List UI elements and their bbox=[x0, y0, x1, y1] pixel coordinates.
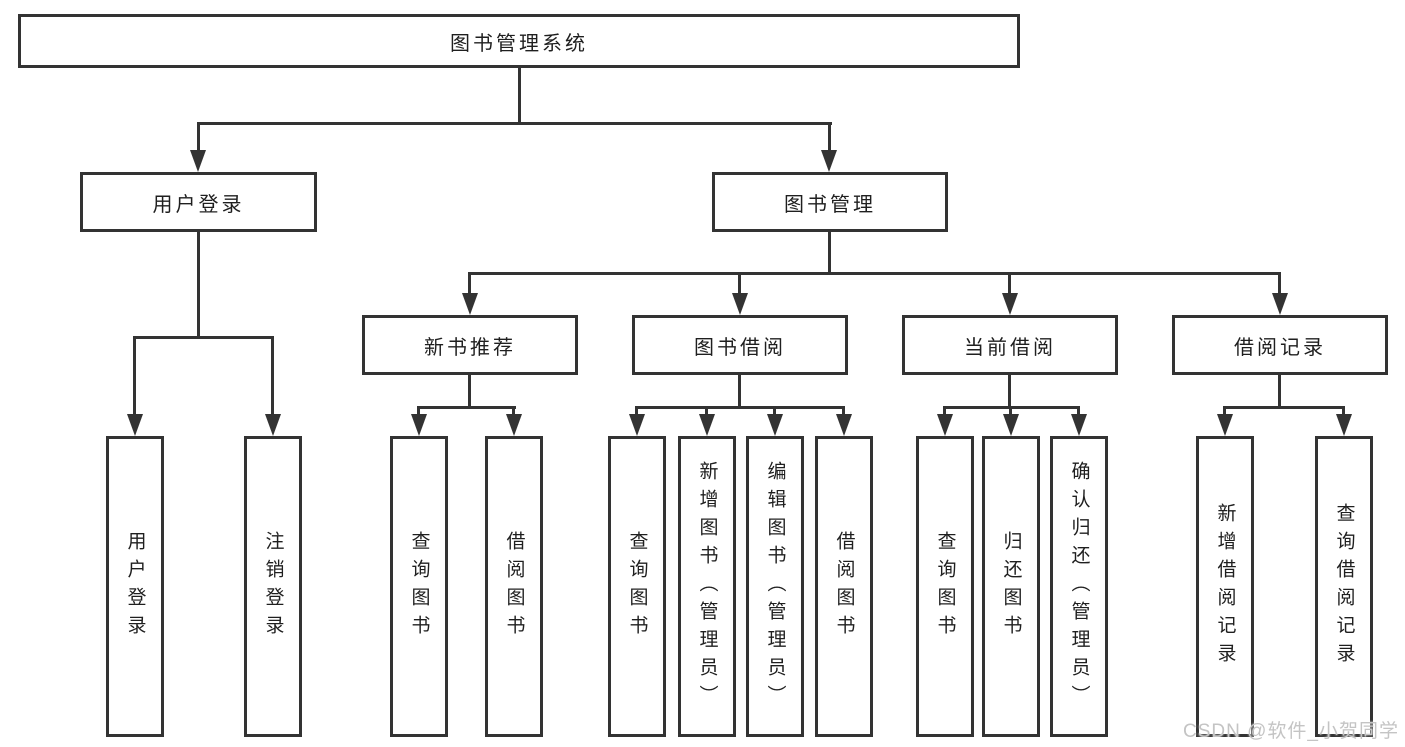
node-label: 查询图书 bbox=[934, 530, 956, 643]
connector-line bbox=[1278, 272, 1281, 294]
leaf-add-books-admin: 新增图书（管理员） bbox=[678, 436, 736, 737]
connector-line bbox=[1077, 406, 1080, 418]
arrow-down-icon bbox=[1272, 293, 1288, 315]
connector-line bbox=[1008, 272, 1011, 294]
node-label: 新增借阅记录 bbox=[1214, 502, 1236, 671]
node-label: 用户登录 bbox=[152, 193, 245, 216]
node-label: 借阅图书 bbox=[503, 530, 525, 643]
arrow-down-icon bbox=[1336, 414, 1352, 436]
arrow-down-icon bbox=[190, 150, 206, 172]
leaf-edit-books-admin: 编辑图书（管理员） bbox=[746, 436, 804, 737]
node-label: 图书借阅 bbox=[694, 336, 786, 359]
connector-line bbox=[1278, 375, 1281, 406]
leaf-return-books: 归还图书 bbox=[982, 436, 1040, 737]
connector-line bbox=[468, 375, 471, 406]
connector-line bbox=[133, 336, 136, 416]
arrow-down-icon bbox=[462, 293, 478, 315]
connector-line bbox=[1009, 406, 1012, 418]
connector-line bbox=[518, 68, 521, 122]
arrow-down-icon bbox=[629, 414, 645, 436]
arrow-down-icon bbox=[1002, 293, 1018, 315]
leaf-query-books-current: 查询图书 bbox=[916, 436, 974, 737]
leaf-confirm-return-admin: 确认归还（管理员） bbox=[1050, 436, 1108, 737]
leaf-borrow-books-recommend: 借阅图书 bbox=[485, 436, 543, 737]
connector-line bbox=[197, 232, 200, 336]
arrow-down-icon bbox=[1071, 414, 1087, 436]
connector-line bbox=[1223, 406, 1345, 409]
node-label: 查询图书 bbox=[626, 530, 648, 643]
connector-line bbox=[738, 375, 741, 406]
node-label: 确认归还（管理员） bbox=[1068, 460, 1090, 713]
leaf-query-borrow-record: 查询借阅记录 bbox=[1315, 436, 1373, 737]
node-label: 查询图书 bbox=[408, 530, 430, 643]
node-label: 新增图书（管理员） bbox=[696, 460, 718, 713]
connector-line bbox=[705, 406, 708, 418]
connector-line bbox=[828, 122, 831, 154]
arrow-down-icon bbox=[937, 414, 953, 436]
node-label: 查询借阅记录 bbox=[1333, 502, 1355, 671]
leaf-add-borrow-record: 新增借阅记录 bbox=[1196, 436, 1254, 737]
connector-line bbox=[468, 272, 1281, 275]
arrow-down-icon bbox=[265, 414, 281, 436]
connector-line bbox=[738, 272, 741, 294]
node-label: 借阅图书 bbox=[833, 530, 855, 643]
connector-line bbox=[842, 406, 845, 418]
node-label: 新书推荐 bbox=[424, 336, 516, 359]
node-book-borrowing: 图书借阅 bbox=[632, 315, 848, 375]
connector-line bbox=[943, 406, 946, 418]
connector-line bbox=[828, 232, 831, 272]
arrow-down-icon bbox=[1217, 414, 1233, 436]
connector-line bbox=[417, 406, 420, 418]
connector-line bbox=[417, 406, 516, 409]
node-label: 编辑图书（管理员） bbox=[764, 460, 786, 713]
node-library-management-system: 图书管理系统 bbox=[18, 14, 1020, 68]
arrow-down-icon bbox=[821, 150, 837, 172]
node-label: 图书管理 bbox=[784, 193, 876, 216]
connector-line bbox=[773, 406, 776, 418]
node-label: 图书管理系统 bbox=[450, 32, 588, 55]
leaf-logout: 注销登录 bbox=[244, 436, 302, 737]
arrow-down-icon bbox=[506, 414, 522, 436]
connector-line bbox=[1223, 406, 1226, 418]
node-new-book-recommend: 新书推荐 bbox=[362, 315, 578, 375]
node-book-management: 图书管理 bbox=[712, 172, 948, 232]
leaf-user-login: 用户登录 bbox=[106, 436, 164, 737]
leaf-query-books-recommend: 查询图书 bbox=[390, 436, 448, 737]
arrow-down-icon bbox=[732, 293, 748, 315]
connector-line bbox=[1342, 406, 1345, 418]
connector-line bbox=[1008, 375, 1011, 406]
csdn-watermark: CSDN @软件_小贺同学 bbox=[1183, 721, 1399, 742]
connector-line bbox=[197, 122, 832, 125]
connector-line bbox=[512, 406, 515, 418]
arrow-down-icon bbox=[1003, 414, 1019, 436]
arrow-down-icon bbox=[699, 414, 715, 436]
node-user-login: 用户登录 bbox=[80, 172, 317, 232]
node-label: 归还图书 bbox=[1000, 530, 1022, 643]
connector-line bbox=[271, 336, 274, 416]
connector-line bbox=[635, 406, 638, 418]
node-label: 借阅记录 bbox=[1234, 336, 1326, 359]
arrow-down-icon bbox=[836, 414, 852, 436]
arrow-down-icon bbox=[767, 414, 783, 436]
arrow-down-icon bbox=[127, 414, 143, 436]
connector-line bbox=[133, 336, 274, 339]
node-label: 用户登录 bbox=[124, 530, 146, 643]
node-label: 注销登录 bbox=[262, 530, 284, 643]
arrow-down-icon bbox=[411, 414, 427, 436]
node-borrowing-records: 借阅记录 bbox=[1172, 315, 1388, 375]
connector-line bbox=[197, 122, 200, 154]
node-label: 当前借阅 bbox=[964, 336, 1056, 359]
connector-line bbox=[635, 406, 845, 409]
leaf-query-books-borrowing: 查询图书 bbox=[608, 436, 666, 737]
connector-line bbox=[468, 272, 471, 294]
node-current-borrowing: 当前借阅 bbox=[902, 315, 1118, 375]
leaf-borrow-books: 借阅图书 bbox=[815, 436, 873, 737]
